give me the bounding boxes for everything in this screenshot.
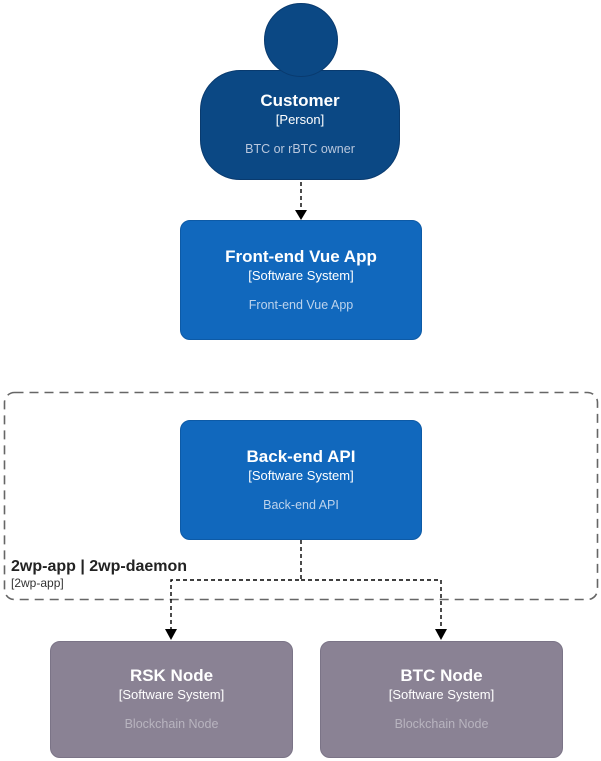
frontend-system-node: Front-end Vue App [Software System] Fron…	[180, 220, 422, 340]
btc-meta: [Software System]	[388, 687, 495, 702]
backend-system-node: Back-end API [Software System] Back-end …	[180, 420, 422, 540]
boundary-2wp-app-outline	[3, 391, 599, 601]
rsk-title: RSK Node	[129, 666, 214, 685]
customer-person-body: Customer [Person] BTC or rBTC owner	[200, 70, 400, 180]
boundary-label: 2wp-app | 2wp-daemon [2wp-app]	[11, 557, 187, 591]
btc-title: BTC Node	[400, 666, 483, 685]
btc-description: Blockchain Node	[394, 717, 489, 731]
customer-meta: [Person]	[275, 112, 325, 127]
boundary-subtitle: [2wp-app]	[11, 576, 64, 590]
frontend-meta: [Software System]	[248, 268, 354, 283]
rsk-description: Blockchain Node	[124, 717, 219, 731]
customer-title: Customer	[260, 91, 340, 110]
boundary-title: 2wp-app | 2wp-daemon	[11, 558, 188, 575]
customer-description: BTC or rBTC owner	[245, 142, 355, 156]
backend-meta: [Software System]	[248, 468, 354, 483]
frontend-description: Front-end Vue App	[248, 298, 354, 312]
backend-description: Back-end API	[263, 498, 339, 512]
connector-customer-frontend	[295, 182, 307, 220]
rsk-node-system: RSK Node [Software System] Blockchain No…	[50, 641, 293, 758]
frontend-title: Front-end Vue App	[225, 247, 377, 266]
connector-backend-rsk	[165, 540, 302, 640]
rsk-meta: [Software System]	[118, 687, 225, 702]
connector-backend-btc	[301, 579, 447, 640]
customer-person-head-icon	[264, 3, 338, 77]
btc-node-system: BTC Node [Software System] Blockchain No…	[320, 641, 563, 758]
backend-title: Back-end API	[246, 447, 356, 466]
